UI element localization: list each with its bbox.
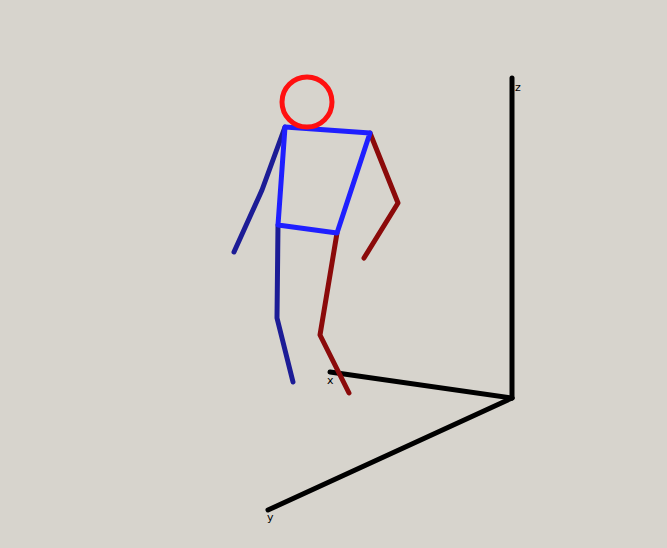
- axis-label: z: [515, 82, 521, 94]
- torso: [278, 127, 370, 233]
- head: [282, 77, 332, 127]
- z-axis: [510, 78, 515, 398]
- left-leg: [277, 225, 293, 382]
- stick-figure: [234, 77, 398, 393]
- right-arm: [364, 133, 398, 258]
- y-axis: [268, 398, 512, 510]
- right-leg: [320, 233, 349, 393]
- axis-label: x: [327, 375, 334, 387]
- axis-label: y: [267, 512, 274, 524]
- coordinate-axes: [268, 78, 512, 510]
- x-axis: [330, 372, 512, 398]
